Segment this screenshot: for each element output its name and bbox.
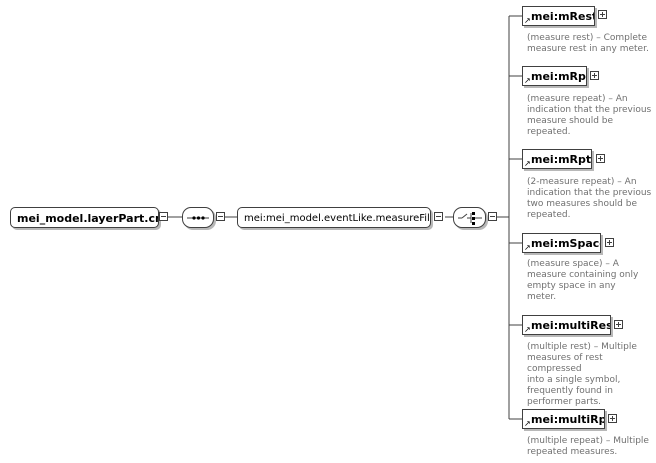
element-mRpt[interactable]: mei:mRpt ↗ — [522, 66, 587, 86]
reference-arrow-icon: ↗ — [524, 16, 531, 25]
reference-arrow-icon: ↗ — [524, 159, 531, 168]
sequence-compositor[interactable] — [182, 207, 214, 228]
element-multiRpt[interactable]: mei:multiRpt ↗ — [522, 409, 605, 429]
element-name: mei:mRpt — [531, 70, 587, 83]
element-documentation: (measure rest) – Complete measure rest i… — [527, 33, 649, 54]
element-mRpt2[interactable]: mei:mRpt2 ↗ — [522, 149, 592, 169]
element-documentation: (multiple rest) – Multiple measures of r… — [527, 342, 637, 407]
root-group-label: mei_model.layerPart.cmn — [17, 212, 159, 225]
reference-arrow-icon: ↗ — [524, 76, 531, 85]
element-documentation: (2-measure repeat) – An indication that … — [527, 177, 652, 220]
element-documentation: (measure space) – A measure containing o… — [527, 259, 639, 302]
choice-compositor[interactable] — [453, 207, 486, 228]
element-mSpace[interactable]: mei:mSpace ↗ — [522, 233, 601, 253]
sequence-icon — [187, 216, 209, 220]
element-name: mei:multiRest — [531, 319, 611, 332]
element-multiRest[interactable]: mei:multiRest ↗ — [522, 315, 611, 335]
expand-icon[interactable] — [590, 71, 599, 80]
reference-arrow-icon: ↗ — [524, 419, 531, 428]
root-group-box[interactable]: mei_model.layerPart.cmn — [10, 207, 159, 228]
expand-icon[interactable] — [608, 414, 617, 423]
expand-icon[interactable] — [605, 238, 614, 247]
element-name: mei:multiRpt — [531, 413, 605, 426]
root-collapse-icon[interactable] — [159, 212, 168, 221]
choice-icon — [458, 212, 482, 225]
element-documentation: (multiple repeat) – Multiple repeated me… — [527, 436, 649, 457]
choice-collapse-icon[interactable] — [488, 212, 497, 221]
reference-arrow-icon: ↗ — [524, 243, 531, 252]
expand-icon[interactable] — [614, 320, 623, 329]
element-documentation: (measure repeat) – An indication that th… — [527, 94, 652, 137]
element-name: mei:mSpace — [531, 237, 601, 250]
reference-arrow-icon: ↗ — [524, 325, 531, 334]
expand-icon[interactable] — [598, 10, 607, 19]
element-mRest[interactable]: mei:mRest ↗ — [522, 6, 595, 26]
sequence-collapse-icon[interactable] — [216, 212, 225, 221]
model-group-label: mei:mei_model.eventLike.measureFilli... — [244, 213, 431, 224]
model-group-box[interactable]: mei:mei_model.eventLike.measureFilli... — [237, 207, 431, 228]
expand-icon[interactable] — [596, 154, 605, 163]
model-group-collapse-icon[interactable] — [434, 212, 443, 221]
element-name: mei:mRpt2 — [531, 153, 592, 166]
element-name: mei:mRest — [531, 10, 595, 23]
